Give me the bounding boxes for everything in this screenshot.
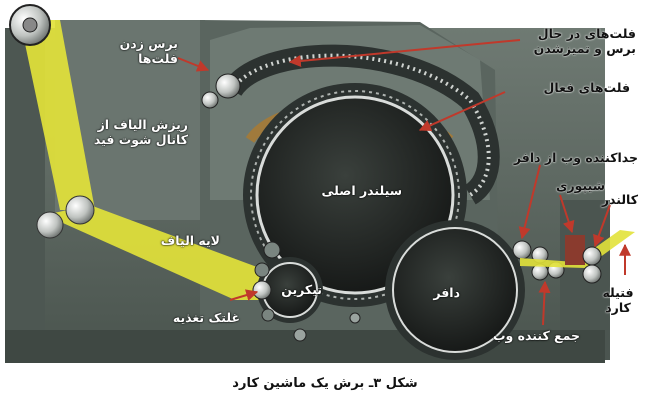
red-arrow-icon-6 bbox=[593, 204, 611, 248]
label-web-separator: جداکننده وب از دافر bbox=[513, 150, 638, 165]
chute-roll bbox=[65, 195, 95, 225]
label-card-sliver: فتیله کارد bbox=[593, 285, 643, 315]
flats-teeth bbox=[230, 53, 491, 197]
flat-brush-roll-2 bbox=[201, 91, 219, 109]
guide-roller-c bbox=[261, 308, 275, 322]
guide-roller-a bbox=[263, 241, 281, 259]
label-flats-cleaning-line1: فلت‌های در حال bbox=[537, 26, 636, 41]
calender-roll-a bbox=[582, 246, 602, 266]
label-feed-roller: غلتک تغذیه bbox=[172, 310, 240, 325]
label-calender: کالندر bbox=[601, 192, 638, 207]
figure-caption: شکل ۳ـ برش یک ماشین کارد bbox=[232, 376, 418, 391]
guide-roller-b bbox=[254, 262, 270, 278]
label-card-sliver-line1: فتیله bbox=[602, 285, 634, 300]
label-main-cylinder: سیلندر اصلی bbox=[321, 183, 402, 198]
label-card-sliver-line2: کارد bbox=[605, 300, 631, 315]
red-arrow-icon bbox=[177, 57, 210, 72]
label-web-collector: جمع کننده وب bbox=[492, 328, 580, 343]
red-arrow-icon-2 bbox=[288, 39, 521, 67]
doffer bbox=[392, 227, 518, 353]
label-doffer: دافر bbox=[433, 285, 460, 300]
label-fiber-fall: ریزش الیاف از کانال شوت فید bbox=[70, 117, 188, 147]
fiber-lap bbox=[45, 205, 270, 300]
label-flat-brushing-line2: فلت‌ها bbox=[138, 51, 178, 66]
red-arrow-icon-3 bbox=[418, 91, 506, 132]
web-separator-roll bbox=[512, 240, 532, 260]
base-roll-b bbox=[349, 312, 361, 324]
label-fiber-fall-line1: ریزش الیاف از bbox=[97, 117, 188, 132]
machine-cross-section bbox=[5, 4, 635, 363]
chute-roll-2 bbox=[36, 211, 64, 239]
trumpet bbox=[565, 235, 585, 265]
flat-brush-roll bbox=[215, 73, 241, 99]
label-flats-cleaning-line2: برس و تمیزشدن bbox=[533, 41, 636, 56]
red-arrow-icon-8 bbox=[229, 289, 259, 301]
label-fiber-layer: لایه الیاف bbox=[160, 233, 220, 248]
label-trumpet: شیپوری bbox=[556, 178, 605, 193]
calender-roll-b bbox=[582, 264, 602, 284]
red-arrow-icon-7 bbox=[538, 280, 551, 326]
label-flats-cleaning: فلت‌های در حال برس و تمیزشدن bbox=[518, 26, 636, 56]
base-roll-a bbox=[293, 328, 307, 342]
label-flat-brushing-line1: برس زدن bbox=[119, 36, 178, 51]
label-active-flats: فلت‌های فعال bbox=[543, 80, 630, 95]
label-fiber-fall-line2: کانال شوت فید bbox=[93, 132, 188, 147]
red-arrow-icon-4 bbox=[518, 164, 541, 240]
card-machine-diagram bbox=[5, 4, 635, 363]
label-taker-in: تیکرین bbox=[281, 282, 322, 297]
label-flat-brushing: برس زدن فلت‌ها bbox=[118, 36, 178, 66]
chute-fiber bbox=[20, 20, 95, 210]
red-arrow-icon-5 bbox=[559, 194, 575, 234]
